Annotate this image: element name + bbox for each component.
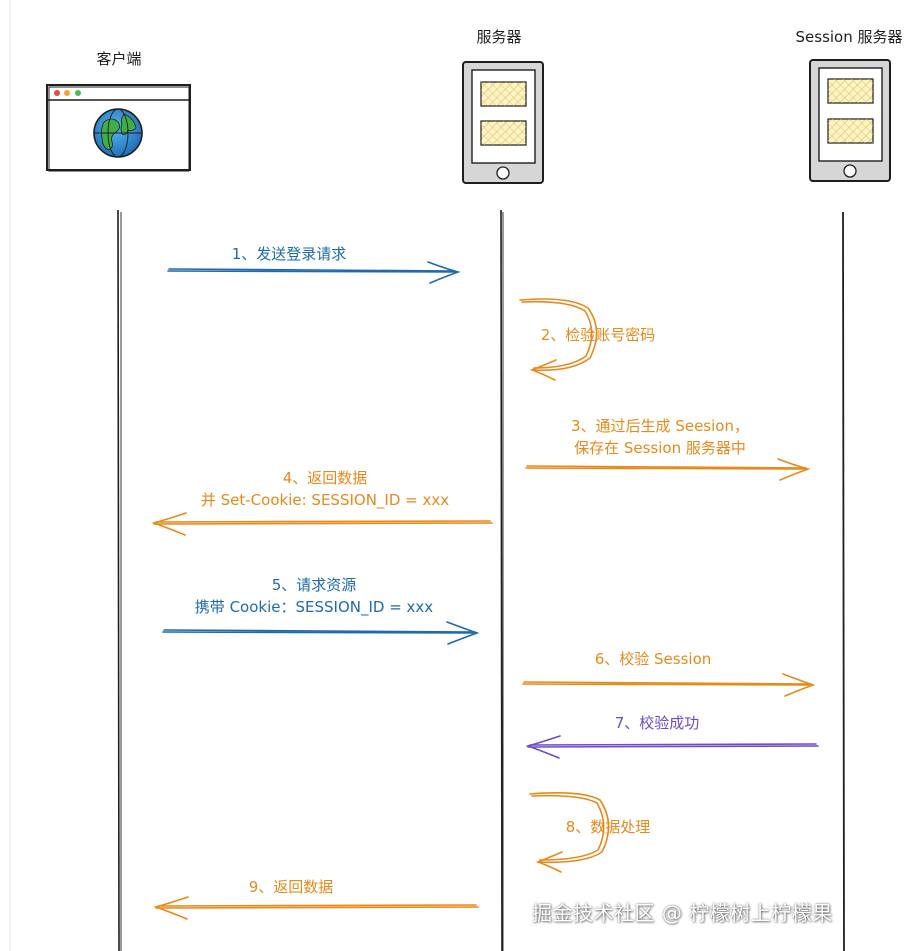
arrow-m9 [153, 896, 479, 920]
arrow-m1 [167, 261, 461, 284]
lifeline-session [842, 211, 845, 951]
arrow-m3 [525, 458, 811, 481]
actor-label-server: 服务器 [476, 28, 522, 46]
globe-icon [93, 108, 143, 158]
lifeline-client [117, 209, 122, 951]
message-label-4: 4、返回数据 并 Set-Cookie: SESSION_ID = xxx [200, 469, 450, 509]
message-label-7: 7、校验成功 [614, 714, 700, 732]
session-server-device-icon [809, 59, 891, 182]
arrow-m4 [151, 512, 493, 536]
arrow-m6 [522, 673, 816, 697]
actor-label-session-server: Session 服务器 [795, 28, 903, 46]
arrow-m2 [519, 298, 598, 381]
arrow-m8 [529, 792, 610, 873]
message-label-2: 2、检验账号密码 [540, 326, 656, 344]
message-label-5: 5、请求资源 携带 Cookie：SESSION_ID = xxx [194, 576, 434, 616]
message-label-6: 6、校验 Session [594, 650, 712, 668]
arrow-m5 [162, 621, 480, 645]
message-label-3: 3、通过后生成 Seesion， 保存在 Session 服务器中 [571, 417, 749, 457]
message-label-8: 8、数据处理 [565, 818, 651, 836]
message-label-1: 1、发送登录请求 [231, 245, 347, 263]
lifeline-server [500, 209, 504, 951]
actor-label-client: 客户端 [96, 50, 142, 68]
watermark: 掘金技术社区 @ 柠檬树上柠檬果 [532, 901, 833, 925]
server-device-icon [462, 61, 544, 184]
message-label-9: 9、返回数据 [248, 878, 334, 896]
arrow-m7 [525, 735, 819, 759]
